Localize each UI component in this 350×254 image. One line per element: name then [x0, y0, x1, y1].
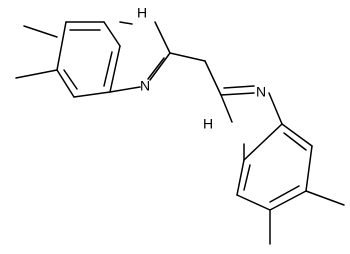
left-benzene-ring: [56, 21, 121, 98]
bond: [236, 159, 245, 196]
double-bond: [63, 69, 78, 90]
methyl-bond: [23, 25, 58, 38]
bond: [56, 21, 67, 71]
bond: [103, 21, 121, 47]
left-imidazole-ring: [109, 21, 171, 93]
bond: [73, 91, 111, 98]
bond: [268, 92, 283, 125]
bond: [236, 194, 271, 211]
atom-label-nh-top: H: [137, 5, 147, 21]
methyl-bond: [15, 69, 58, 79]
bond: [220, 94, 233, 123]
bond: [149, 52, 171, 81]
right-benzene-ring: [236, 123, 313, 211]
atom-label-nh-bottom: H: [203, 116, 213, 132]
double-bond: [283, 132, 307, 151]
double-bond: [147, 57, 165, 80]
bond: [109, 86, 141, 93]
methylene-bond: [169, 52, 206, 62]
atom-label-n-right: N: [256, 84, 266, 100]
bond: [154, 21, 171, 54]
double-bond: [223, 85, 255, 89]
atom-label-n-left: N: [140, 78, 150, 94]
double-bond: [269, 185, 300, 203]
bond: [109, 45, 121, 93]
bond: [243, 123, 283, 161]
methyl-bond: [305, 190, 345, 206]
bond: [269, 190, 307, 211]
double-bond: [243, 164, 251, 191]
bond: [281, 123, 313, 147]
bond: [305, 145, 313, 192]
methylene-bond: [204, 60, 222, 96]
double-bond: [103, 51, 113, 87]
right-imidazole-ring: [220, 85, 283, 161]
bond: [119, 21, 133, 25]
bond: [56, 69, 75, 98]
bond: [220, 92, 255, 96]
